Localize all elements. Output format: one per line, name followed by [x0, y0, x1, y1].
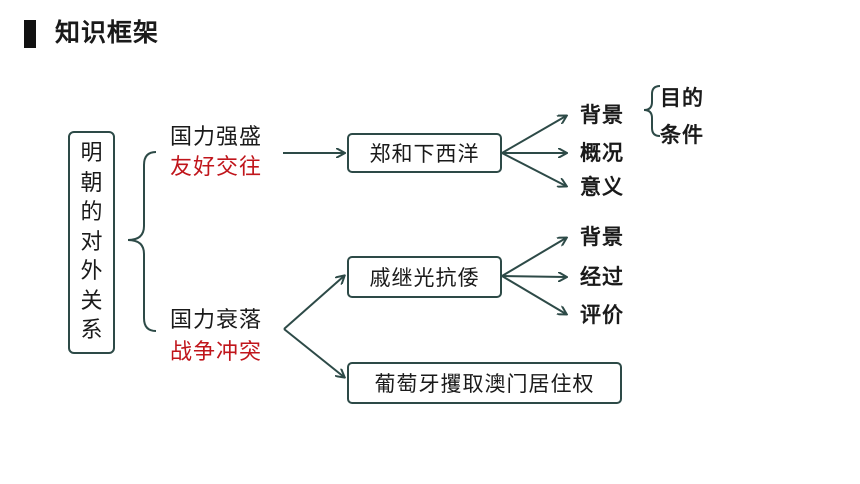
arrow-to-jingguo	[501, 276, 566, 277]
root-char: 关	[80, 288, 103, 314]
top-branch-label: 国力强盛	[170, 125, 263, 150]
leaf-top-2: 意义	[580, 175, 624, 199]
leaf-bottom-2: 评价	[580, 303, 624, 327]
sub-leaf-1: 条件	[660, 123, 704, 147]
leaf-bottom-0: 背景	[580, 225, 624, 249]
root-char: 的	[80, 200, 103, 226]
node-putaoya: 葡萄牙攫取澳门居住权	[347, 362, 622, 404]
page-title: 知识框架	[55, 18, 160, 47]
sub-brace	[643, 85, 661, 137]
root-char: 对	[80, 229, 103, 255]
bottom-branch-label: 国力衰落	[170, 308, 263, 333]
arrow-to-beijing-2	[501, 238, 566, 277]
arrow-to-qijiguang	[283, 276, 344, 330]
node-zhenghe: 郑和下西洋	[347, 133, 502, 173]
bottom-branch-sublabel: 战争冲突	[170, 340, 263, 365]
node-qijiguang: 戚继光抗倭	[347, 256, 502, 298]
sub-leaf-0: 目的	[660, 86, 704, 110]
root-char: 外	[80, 259, 103, 285]
top-branch-sublabel: 友好交往	[170, 155, 263, 180]
root-char: 明	[80, 141, 103, 167]
header-bar-marker	[24, 20, 36, 48]
main-brace	[127, 151, 157, 332]
root-char: 朝	[80, 170, 103, 196]
root-char: 系	[80, 318, 103, 344]
arrow-to-putaoya	[283, 328, 344, 377]
arrow-to-yiyi	[501, 152, 566, 186]
leaf-bottom-1: 经过	[580, 265, 624, 289]
arrow-to-beijing-1	[501, 116, 566, 154]
arrow-to-pingjia	[501, 275, 566, 314]
leaf-top-0: 背景	[580, 103, 624, 127]
leaf-top-1: 概况	[580, 141, 624, 165]
root-node-box: 明 朝 的 对 外 关 系	[68, 131, 115, 354]
